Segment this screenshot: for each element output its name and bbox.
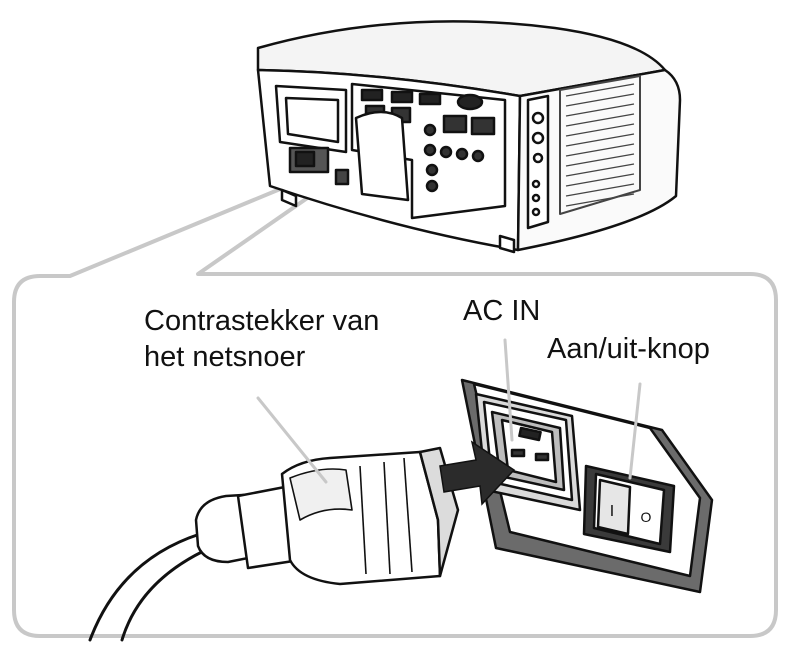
vent-grille	[559, 75, 641, 215]
callout-frame	[12, 178, 778, 638]
power-cord	[88, 532, 212, 642]
leader-lines	[256, 338, 642, 484]
power-switch	[582, 464, 676, 554]
switch-mark-on: I	[610, 503, 614, 520]
leader-plug	[256, 396, 328, 484]
leader-ac-in	[503, 338, 514, 442]
label-ac-in: AC IN	[463, 295, 541, 327]
switch-mark-off: O	[641, 509, 652, 525]
label-plug-line1: Contrastekker van	[144, 305, 380, 337]
label-plug-line2: het netsnoer	[144, 341, 306, 373]
projector-illustration	[256, 20, 682, 254]
leader-switch	[628, 382, 642, 480]
insert-arrow	[439, 440, 516, 506]
label-power-switch: Aan/uit-knop	[547, 333, 710, 365]
power-plug	[194, 446, 460, 586]
